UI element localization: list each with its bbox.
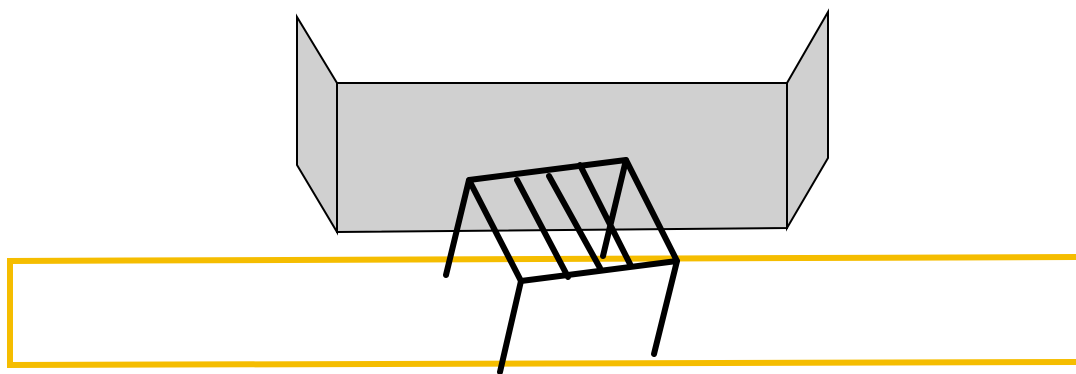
chair-leg <box>651 258 680 357</box>
yellow-strip-outline <box>7 254 1076 369</box>
chair-slat <box>514 177 571 280</box>
screen-center-panel <box>336 82 788 234</box>
chair-leg <box>600 157 629 259</box>
folding-screen-icon <box>296 8 829 236</box>
chair-leg <box>497 278 524 374</box>
chair-leg <box>443 177 472 278</box>
chair-slat <box>577 162 634 269</box>
chair-slat <box>546 173 603 271</box>
chair-icon <box>443 157 680 374</box>
yellow-strip <box>7 254 1076 369</box>
screen-right-wing <box>786 8 829 232</box>
screen-left-wing <box>296 13 338 236</box>
